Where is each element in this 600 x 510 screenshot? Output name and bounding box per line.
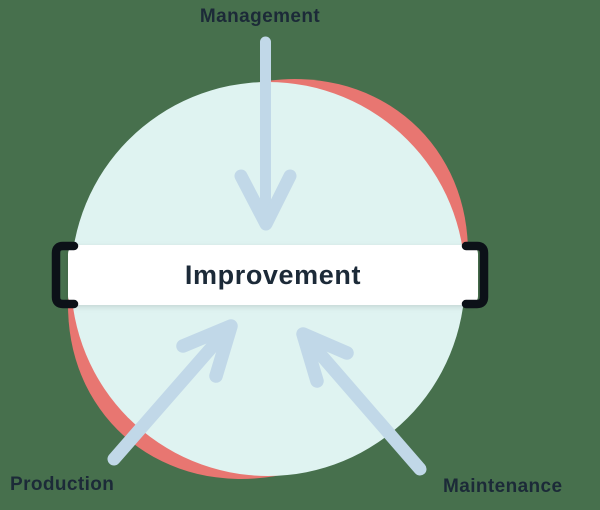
management-arrowhead bbox=[234, 169, 297, 231]
improvement-band bbox=[68, 245, 478, 305]
production-label: Production bbox=[10, 474, 115, 495]
production-arrow-shaft bbox=[107, 324, 233, 466]
band-brackets bbox=[51, 241, 489, 309]
management-arrow-down-icon bbox=[234, 36, 297, 231]
right-bracket-icon bbox=[461, 241, 489, 309]
management-label: Management bbox=[199, 6, 321, 27]
production-arrow-up-right-icon bbox=[107, 319, 238, 466]
maintenance-arrow-up-left-icon bbox=[296, 327, 427, 476]
maintenance-arrowhead bbox=[296, 327, 354, 388]
maintenance-label: Maintenance bbox=[443, 476, 563, 497]
maintenance-arrow-shaft bbox=[301, 333, 427, 476]
left-bracket-icon bbox=[51, 241, 79, 309]
production-arrowhead bbox=[176, 319, 238, 383]
